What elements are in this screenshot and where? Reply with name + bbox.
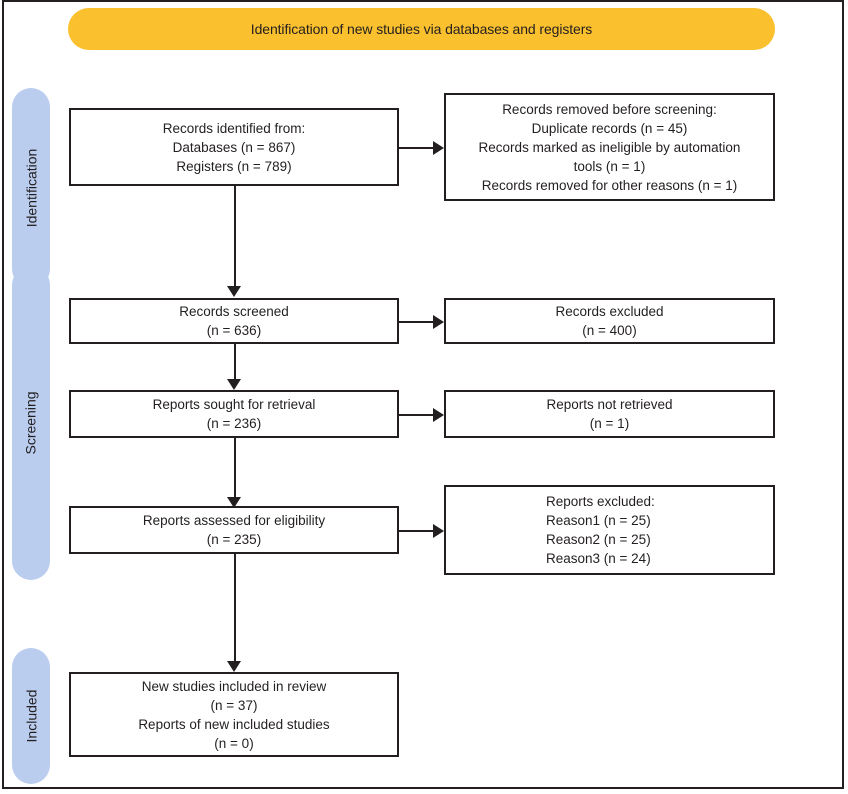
- arrowhead-assessed-to-reports-excluded: [433, 524, 444, 538]
- box-new-studies-included-line-4: (n = 0): [214, 735, 254, 751]
- stage-tab-screening-label: Screening: [23, 391, 40, 455]
- box-reports-not-retrieved-line-2: (n = 1): [589, 416, 630, 431]
- arrowhead-screened-to-sought: [227, 379, 241, 390]
- arrowhead-screened-to-excluded: [433, 315, 444, 329]
- stage-tab-identification-label: Identification: [23, 148, 40, 228]
- box-reports-excluded: Reports excluded: Reason1 (n = 25) Reaso…: [444, 485, 775, 575]
- connector-sought-to-assessed: [234, 438, 236, 498]
- box-records-excluded: Records excluded (n = 400): [444, 298, 775, 344]
- box-new-studies-included-line-1: New studies included in review: [141, 678, 327, 694]
- box-records-excluded-line-2: (n = 400): [582, 323, 637, 338]
- box-records-screened-line-1: Records screened: [179, 304, 289, 319]
- box-records-identified-line-3: Registers (n = 789): [176, 158, 292, 174]
- box-new-studies-included-line-3: Reports of new included studies: [138, 716, 330, 732]
- arrowhead-identified-to-removed: [433, 141, 444, 155]
- box-reports-excluded-line-4: Reason3 (n = 24): [546, 551, 651, 566]
- box-reports-assessed: Reports assessed for eligibility (n = 23…: [69, 506, 399, 554]
- box-records-removed-line-4: tools (n = 1): [573, 158, 646, 174]
- connector-identified-to-screened: [234, 186, 236, 287]
- arrowhead-identified-to-screened: [227, 286, 241, 297]
- box-records-identified-line-1: Records identified from:: [162, 120, 306, 136]
- box-reports-sought-line-1: Reports sought for retrieval: [152, 397, 316, 412]
- box-records-identified: Records identified from: Databases (n = …: [69, 108, 399, 186]
- box-records-removed-line-5: Records removed for other reasons (n = 1…: [481, 177, 738, 193]
- box-reports-not-retrieved-line-1: Reports not retrieved: [546, 397, 673, 412]
- box-records-screened-line-2: (n = 636): [206, 323, 262, 338]
- connector-screened-to-sought: [234, 344, 236, 380]
- diagram-title: Identification of new studies via databa…: [250, 21, 593, 37]
- box-reports-sought-line-2: (n = 236): [206, 416, 262, 431]
- connector-screened-to-excluded: [399, 321, 434, 323]
- box-records-removed-line-2: Duplicate records (n = 45): [531, 120, 688, 136]
- box-reports-not-retrieved: Reports not retrieved (n = 1): [444, 390, 775, 438]
- box-records-removed-line-1: Records removed before screening:: [502, 101, 717, 117]
- box-new-studies-included-line-2: (n = 37): [210, 697, 258, 713]
- arrowhead-sought-to-not-retrieved: [433, 408, 444, 422]
- box-reports-excluded-line-2: Reason1 (n = 25): [546, 513, 651, 528]
- connector-sought-to-not-retrieved: [399, 414, 434, 416]
- diagram-title-banner: Identification of new studies via databa…: [68, 8, 775, 50]
- box-reports-excluded-line-3: Reason2 (n = 25): [546, 532, 651, 547]
- connector-identified-to-removed: [399, 147, 434, 149]
- box-records-excluded-line-1: Records excluded: [555, 304, 664, 319]
- box-new-studies-included: New studies included in review (n = 37) …: [69, 672, 399, 757]
- arrowhead-assessed-to-included: [227, 661, 241, 672]
- stage-tab-included: Included: [12, 648, 50, 784]
- arrowhead-sought-to-assessed: [227, 497, 241, 508]
- stage-tab-screening: Screening: [12, 266, 50, 580]
- stage-tab-included-label: Included: [23, 689, 39, 743]
- stage-tab-identification: Identification: [12, 88, 50, 288]
- box-reports-sought: Reports sought for retrieval (n = 236): [69, 390, 399, 438]
- box-records-removed-line-3: Records marked as ineligible by automati…: [478, 139, 741, 155]
- connector-assessed-to-included: [234, 554, 236, 662]
- box-reports-assessed-line-1: Reports assessed for eligibility: [142, 513, 326, 528]
- box-records-removed: Records removed before screening: Duplic…: [444, 93, 775, 201]
- box-records-identified-line-2: Databases (n = 867): [172, 139, 296, 155]
- box-records-screened: Records screened (n = 636): [69, 298, 399, 344]
- box-reports-assessed-line-2: (n = 235): [206, 532, 262, 547]
- connector-assessed-to-reports-excluded: [399, 530, 434, 532]
- box-reports-excluded-line-1: Reports excluded:: [546, 494, 655, 509]
